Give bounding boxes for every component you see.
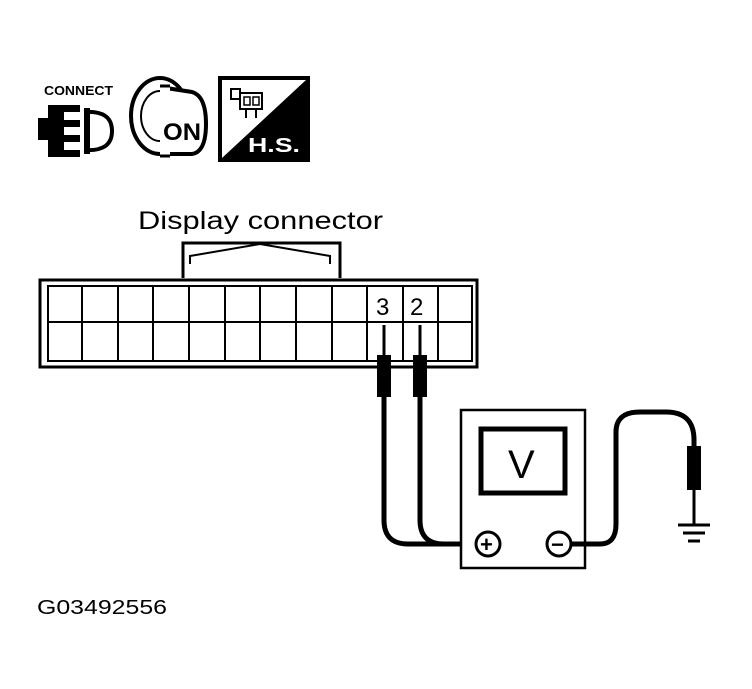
harness-icon: H.S. xyxy=(218,76,310,162)
connect-icon: CONNECT xyxy=(38,83,115,157)
ground-probe xyxy=(687,446,701,525)
connect-icon-label: CONNECT xyxy=(44,83,113,98)
voltmeter-symbol: V xyxy=(508,443,535,487)
lead-pin-2 xyxy=(417,397,476,547)
ground-icon xyxy=(678,523,710,543)
probe-pin-2 xyxy=(413,325,427,397)
voltmeter: V + − xyxy=(459,408,587,570)
lead-pin-3 xyxy=(381,397,476,547)
figure-id: G03492556 xyxy=(37,597,167,619)
negative-terminal-label: − xyxy=(551,532,564,557)
positive-terminal-label: + xyxy=(480,532,493,557)
connector-title: Display connector xyxy=(138,207,383,235)
ignition-key-icon: ON xyxy=(129,76,209,158)
pin-2-label: 2 xyxy=(410,294,423,321)
display-connector: 3 2 xyxy=(38,241,479,369)
harness-icon-label: H.S. xyxy=(248,135,300,157)
positive-terminal xyxy=(474,530,502,558)
probe-pin-3 xyxy=(377,325,391,397)
pin-3-label: 3 xyxy=(376,294,389,321)
lead-ground xyxy=(571,409,697,547)
ignition-on-label: ON xyxy=(163,119,201,146)
